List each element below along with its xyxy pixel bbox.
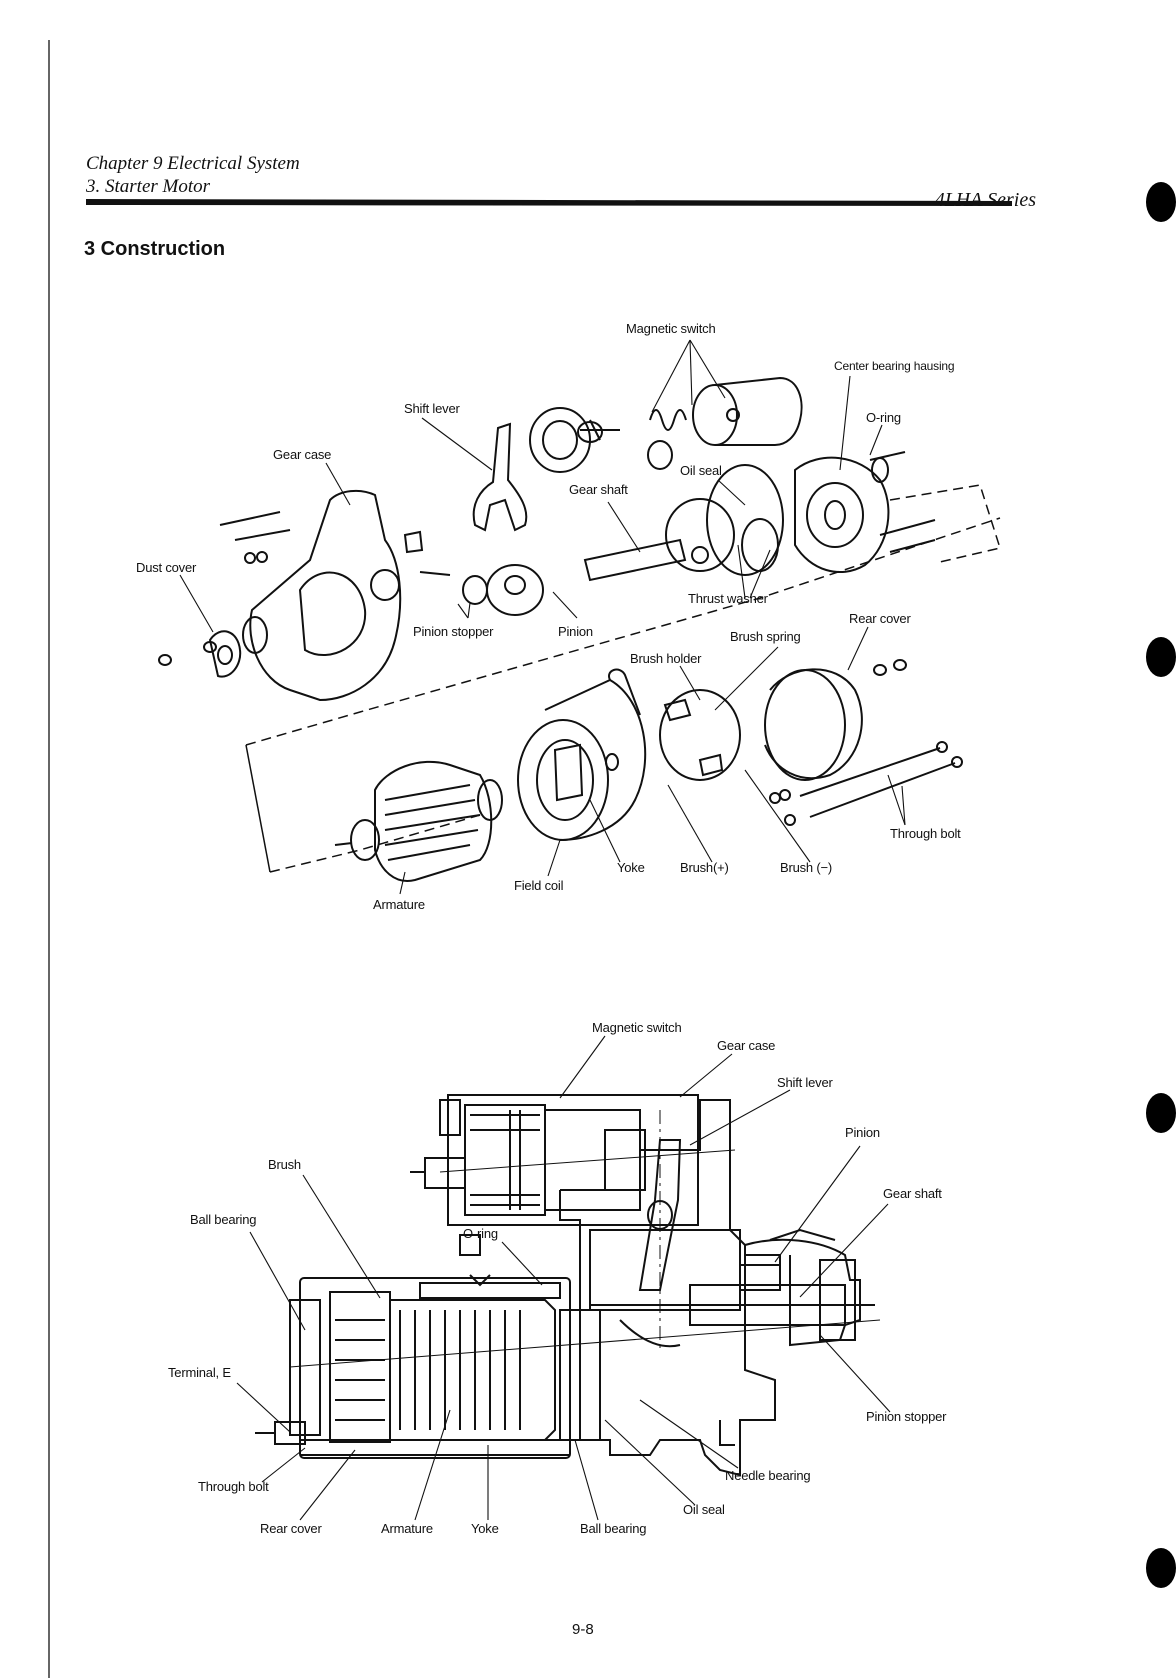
label-sec-shift-lever: Shift lever xyxy=(777,1075,833,1090)
label-brush-minus: Brush (−) xyxy=(780,860,833,875)
label-pinion-stopper: Pinion stopper xyxy=(413,624,494,639)
dust-cover-part xyxy=(208,630,242,678)
label-sec-o-ring: O-ring xyxy=(463,1226,498,1241)
sectional-diagram xyxy=(255,1094,875,1477)
label-sec-gear-case: Gear case xyxy=(717,1038,776,1053)
label-brush-spring: Brush spring xyxy=(730,629,801,644)
gear-case-part xyxy=(242,489,402,702)
label-sec-through-bolt: Through bolt xyxy=(198,1479,269,1494)
label-sec-magnetic-switch: Magnetic switch xyxy=(592,1020,682,1035)
label-sec-yoke: Yoke xyxy=(471,1521,499,1536)
shift-lever-part xyxy=(472,422,528,532)
label-sec-terminal-e: Terminal, E xyxy=(168,1365,231,1380)
label-yoke: Yoke xyxy=(617,860,645,875)
label-sec-needle-bearing: Needle bearing xyxy=(725,1468,811,1483)
label-sec-rear-cover: Rear cover xyxy=(260,1521,322,1536)
header-rule xyxy=(86,199,1012,206)
label-sec-pinion-stopper: Pinion stopper xyxy=(866,1409,947,1424)
page-number: 9-8 xyxy=(572,1621,594,1638)
punch-hole-3 xyxy=(1146,1093,1176,1133)
label-sec-armature: Armature xyxy=(381,1521,433,1536)
brush-holder-part xyxy=(608,668,741,781)
label-brush-holder: Brush holder xyxy=(630,651,702,666)
sectional-leaders xyxy=(236,1035,891,1521)
sectional-centerlines xyxy=(289,1110,881,1368)
center-bearing-housing-part xyxy=(706,456,890,576)
label-sec-brush: Brush xyxy=(268,1157,301,1172)
label-armature: Armature xyxy=(373,897,425,912)
label-brush-plus: Brush(+) xyxy=(680,860,729,875)
label-field-coil: Field coil xyxy=(514,878,564,893)
label-sec-pinion: Pinion xyxy=(845,1125,880,1140)
punch-hole-1 xyxy=(1146,182,1176,222)
punch-hole-4 xyxy=(1146,1548,1176,1588)
small-fasteners xyxy=(158,440,936,826)
rear-cover-part xyxy=(764,668,863,781)
chapter-title: Chapter 9 Electrical System xyxy=(86,153,300,174)
magnetic-switch-part xyxy=(577,376,803,446)
pinion-part xyxy=(462,564,544,616)
label-thrust-washer: Thrust washer xyxy=(688,591,768,606)
label-gear-shaft: Gear shaft xyxy=(569,482,628,497)
label-sec-ball-bearing-bottom: Ball bearing xyxy=(580,1521,647,1536)
label-gear-case: Gear case xyxy=(273,447,332,462)
label-oil-seal: Oil seal xyxy=(680,463,722,478)
exploded-leaders xyxy=(179,339,906,895)
label-sec-oil-seal: Oil seal xyxy=(683,1502,725,1517)
label-dust-cover: Dust cover xyxy=(136,560,197,575)
gear-shaft-part xyxy=(583,498,779,582)
exploded-diagram xyxy=(158,376,1001,882)
label-rear-cover: Rear cover xyxy=(849,611,911,626)
label-shift-lever: Shift lever xyxy=(404,401,460,416)
label-through-bolt: Through bolt xyxy=(890,826,961,841)
yoke-part xyxy=(517,678,647,841)
section-title: 3 Construction xyxy=(84,238,226,260)
subsection-title: 3. Starter Motor xyxy=(86,176,211,197)
punch-hole-2 xyxy=(1146,637,1176,677)
armature-part xyxy=(334,760,503,882)
label-sec-ball-bearing-left: Ball bearing xyxy=(190,1212,257,1227)
label-o-ring: O-ring xyxy=(866,410,901,425)
label-pinion: Pinion xyxy=(558,624,593,639)
label-sec-gear-shaft: Gear shaft xyxy=(883,1186,942,1201)
label-magnetic-switch: Magnetic switch xyxy=(626,321,716,336)
label-center-bearing-housing: Center bearing hausing xyxy=(834,359,955,373)
